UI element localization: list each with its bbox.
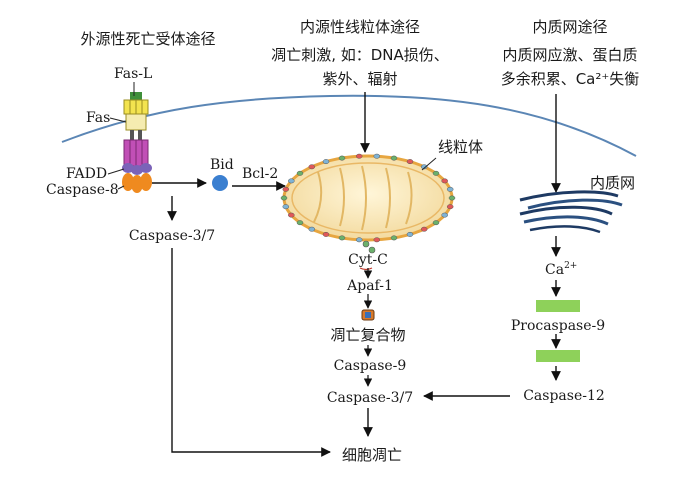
mitochondria-label: 线粒体	[438, 138, 483, 156]
membrane-protein-dot	[355, 237, 363, 243]
bid-label: Bid	[210, 157, 234, 173]
fas-label: Fas	[86, 110, 110, 126]
cytc-label: Cyt-C	[348, 252, 388, 268]
membrane-protein-dot	[446, 204, 454, 210]
membrane-protein-dot	[406, 159, 414, 165]
membrane-protein-dot	[282, 186, 290, 192]
extrinsic-pathway-title: 外源性死亡受体途径	[80, 30, 215, 48]
membrane-protein-dot	[296, 170, 304, 176]
membrane-protein-dot	[308, 164, 316, 170]
membrane-protein-dot	[338, 155, 346, 161]
membrane-protein-dot	[390, 235, 398, 241]
membrane-protein-dot	[322, 231, 330, 237]
er-pathway-title: 内质网途径	[532, 18, 607, 36]
endoplasmic-reticulum-icon	[519, 190, 623, 234]
er-pathway-desc-1: 内质网应激、蛋白质	[502, 46, 637, 64]
membrane-protein-dot	[420, 164, 428, 170]
bcl2-label: Bcl-2	[242, 166, 278, 182]
membrane-protein-dot	[308, 226, 316, 232]
procaspase9-label: Procaspase-9	[511, 318, 605, 334]
membrane-protein-dot	[322, 159, 330, 165]
fadd-label: FADD	[66, 166, 107, 182]
membrane-protein-dot	[446, 186, 454, 192]
membrane-protein-dot	[420, 226, 428, 232]
membrane-protein-dot	[432, 220, 440, 226]
fas-l-label: Fas-L	[114, 66, 152, 82]
intrinsic-pathway-desc-2: 紫外、辐射	[322, 70, 397, 88]
caspase12-label: Caspase-12	[523, 388, 605, 404]
caspase8-label: Caspase-8	[46, 182, 119, 198]
caspase37-center-label: Caspase-3/7	[327, 390, 413, 406]
er-label: 内质网	[590, 174, 635, 192]
apoptosis-label: 细胞凋亡	[342, 446, 402, 464]
arrow-casp37-left-to-apoptosis	[171, 248, 331, 457]
apoptosome-icon	[361, 309, 375, 321]
caspase37-left-label: Caspase-3/7	[129, 228, 215, 244]
ca-label: Ca2+	[545, 261, 577, 278]
membrane-protein-dot	[432, 170, 440, 176]
membrane-protein-dot	[280, 195, 288, 201]
membrane-protein-dot	[288, 178, 295, 184]
membrane-protein-dot	[390, 155, 398, 161]
apaf1-label: Apaf-1	[346, 278, 393, 294]
membrane-protein-dot	[355, 153, 363, 159]
intrinsic-pathway-desc-1: 凋亡刺激, 如：DNA损伤、	[271, 46, 449, 64]
membrane-protein-dot	[373, 237, 381, 243]
green-box-upper	[536, 300, 580, 312]
membrane-protein-dot	[448, 195, 456, 201]
caspase9-label: Caspase-9	[334, 358, 407, 374]
bid-dot	[212, 175, 228, 191]
membrane-protein-dot	[373, 153, 381, 159]
membrane-protein-dot	[296, 220, 304, 226]
green-box-lower	[536, 350, 580, 362]
fas-receptor-complex-icon	[122, 92, 152, 193]
membrane-protein-dot	[338, 235, 346, 241]
apoptosome-label: 凋亡复合物	[330, 326, 405, 344]
membrane-protein-dot	[288, 212, 295, 218]
intrinsic-pathway-title: 内源性线粒体途径	[300, 18, 420, 36]
mitochondrion-icon	[282, 154, 454, 242]
membrane-protein-dot	[406, 231, 414, 237]
er-pathway-desc-2: 多余积累、Ca²⁺失衡	[501, 70, 640, 88]
membrane-protein-dot	[441, 178, 448, 184]
membrane-protein-dot	[441, 212, 448, 218]
mito-membrane-proteins	[280, 153, 456, 243]
membrane-protein-dot	[282, 204, 290, 210]
